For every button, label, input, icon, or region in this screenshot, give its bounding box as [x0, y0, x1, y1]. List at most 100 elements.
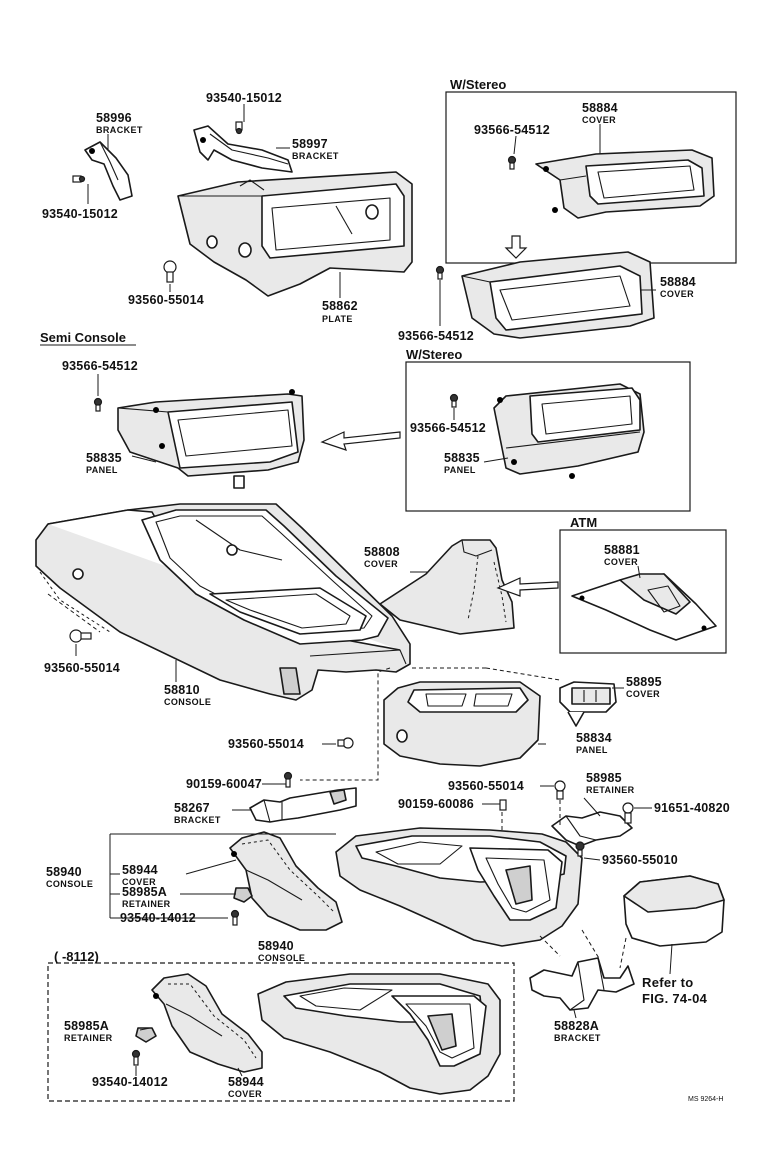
part-name: COVER — [122, 877, 157, 887]
screw-icon — [507, 155, 517, 170]
part-number: 93540-14012 — [120, 911, 196, 925]
part-name: COVER — [364, 559, 399, 569]
part-number: 58808 — [364, 545, 400, 559]
part-number: 58997 — [292, 137, 328, 151]
screw-icon — [449, 393, 459, 408]
screw-icon — [622, 802, 634, 824]
part-number: 58828A — [554, 1019, 599, 1033]
console-58940-upper — [335, 827, 583, 947]
screw-icon — [93, 397, 103, 412]
arrow-down-icon — [504, 235, 528, 259]
part-name: PANEL — [576, 745, 608, 755]
bracket-58996 — [84, 141, 133, 201]
refer-line-1: Refer to — [642, 975, 694, 990]
shift-boot-58808 — [379, 539, 515, 635]
panel-58835-right — [493, 383, 645, 479]
part-number: 58884 — [582, 101, 618, 115]
part-name: PLATE — [322, 314, 353, 324]
part-name: COVER — [660, 289, 695, 299]
screw-icon — [163, 260, 177, 283]
part-name: RETAINER — [586, 785, 635, 795]
part-number: 58862 — [322, 299, 358, 313]
part-number: 93566-54512 — [398, 329, 474, 343]
section-atm: ATM — [570, 515, 598, 530]
screw-icons — [69, 121, 634, 1066]
console-box-ref — [623, 875, 725, 947]
console-58810 — [35, 503, 411, 701]
cover-58881 — [571, 573, 717, 641]
part-number: 58895 — [626, 675, 662, 689]
retainer-58985A-lower — [135, 1027, 157, 1043]
part-number: 58985 — [586, 771, 622, 785]
screw-icon — [554, 780, 566, 800]
part-number: 91651-40820 — [654, 801, 730, 815]
section-semi-console: Semi Console — [40, 330, 126, 345]
panel-58834 — [383, 681, 541, 767]
part-number: 58985A — [122, 885, 167, 899]
bracket-58997 — [193, 125, 293, 173]
console-58940-lower — [257, 973, 501, 1095]
screw-icon — [230, 909, 240, 926]
part-name: BRACKET — [174, 815, 221, 825]
screw-icon — [283, 771, 293, 788]
arrow-left-icon — [496, 577, 559, 597]
retainer-58985 — [551, 811, 633, 847]
part-name: PANEL — [444, 465, 476, 475]
part-number: 93560-55010 — [602, 853, 678, 867]
screw-icon — [337, 737, 354, 749]
retainer-58985A-upper — [233, 887, 253, 903]
part-number: 58834 — [576, 731, 612, 745]
wstereo-mid-box — [405, 361, 691, 512]
part-number: 93566-54512 — [410, 421, 486, 435]
part-number: 93560-55014 — [228, 737, 304, 751]
screw-icon — [435, 265, 445, 280]
part-number: 58996 — [96, 111, 132, 125]
part-number: 58810 — [164, 683, 200, 697]
part-number: 90159-60086 — [398, 797, 474, 811]
leader-lines — [75, 104, 673, 1077]
part-name: COVER — [626, 689, 661, 699]
drawing-code: MS 9264-H — [688, 1096, 724, 1103]
screw-icon — [69, 629, 92, 643]
part-number: 58940 — [46, 865, 82, 879]
section-wstereo-mid: W/Stereo — [406, 347, 463, 362]
part-number: 58267 — [174, 801, 210, 815]
part-number: 58944 — [122, 863, 158, 877]
arrow-left-icon — [320, 431, 401, 451]
part-number: 58884 — [660, 275, 696, 289]
part-number: 93560-55014 — [448, 779, 524, 793]
part-number: 90159-60047 — [186, 777, 262, 791]
panel-58835-left — [117, 389, 305, 489]
armrest-58944-upper — [229, 831, 343, 931]
part-number: 58835 — [444, 451, 480, 465]
assembly-lines — [47, 593, 627, 969]
screw-icon — [499, 799, 507, 811]
part-number: 58985A — [64, 1019, 109, 1033]
part-name: COVER — [228, 1089, 263, 1099]
cover-58884-upper — [535, 149, 715, 219]
part-number: 58881 — [604, 543, 640, 557]
part-number: 58944 — [228, 1075, 264, 1089]
section-date-range: ( -8112) — [54, 949, 99, 964]
screw-icon — [72, 175, 86, 183]
part-number: 93560-55014 — [44, 661, 120, 675]
bracket-58828A — [529, 957, 635, 1011]
date-range-box — [47, 962, 515, 1102]
part-name: CONSOLE — [258, 953, 306, 963]
part-name: CONSOLE — [46, 879, 94, 889]
part-number: 93566-54512 — [474, 123, 550, 137]
part-number: 93566-54512 — [62, 359, 138, 373]
part-name: PANEL — [86, 465, 118, 475]
part-number: 58940 — [258, 939, 294, 953]
cover-58895 — [559, 681, 617, 727]
part-number: 93540-15012 — [206, 91, 282, 105]
section-wstereo-top: W/Stereo — [450, 77, 507, 92]
part-name: RETAINER — [122, 899, 171, 909]
part-name: BRACKET — [96, 125, 143, 135]
part-name: BRACKET — [292, 151, 339, 161]
part-name: RETAINER — [64, 1033, 113, 1043]
screw-icon — [131, 1049, 141, 1066]
part-number: 93560-55014 — [128, 293, 204, 307]
screw-icon — [235, 121, 243, 135]
